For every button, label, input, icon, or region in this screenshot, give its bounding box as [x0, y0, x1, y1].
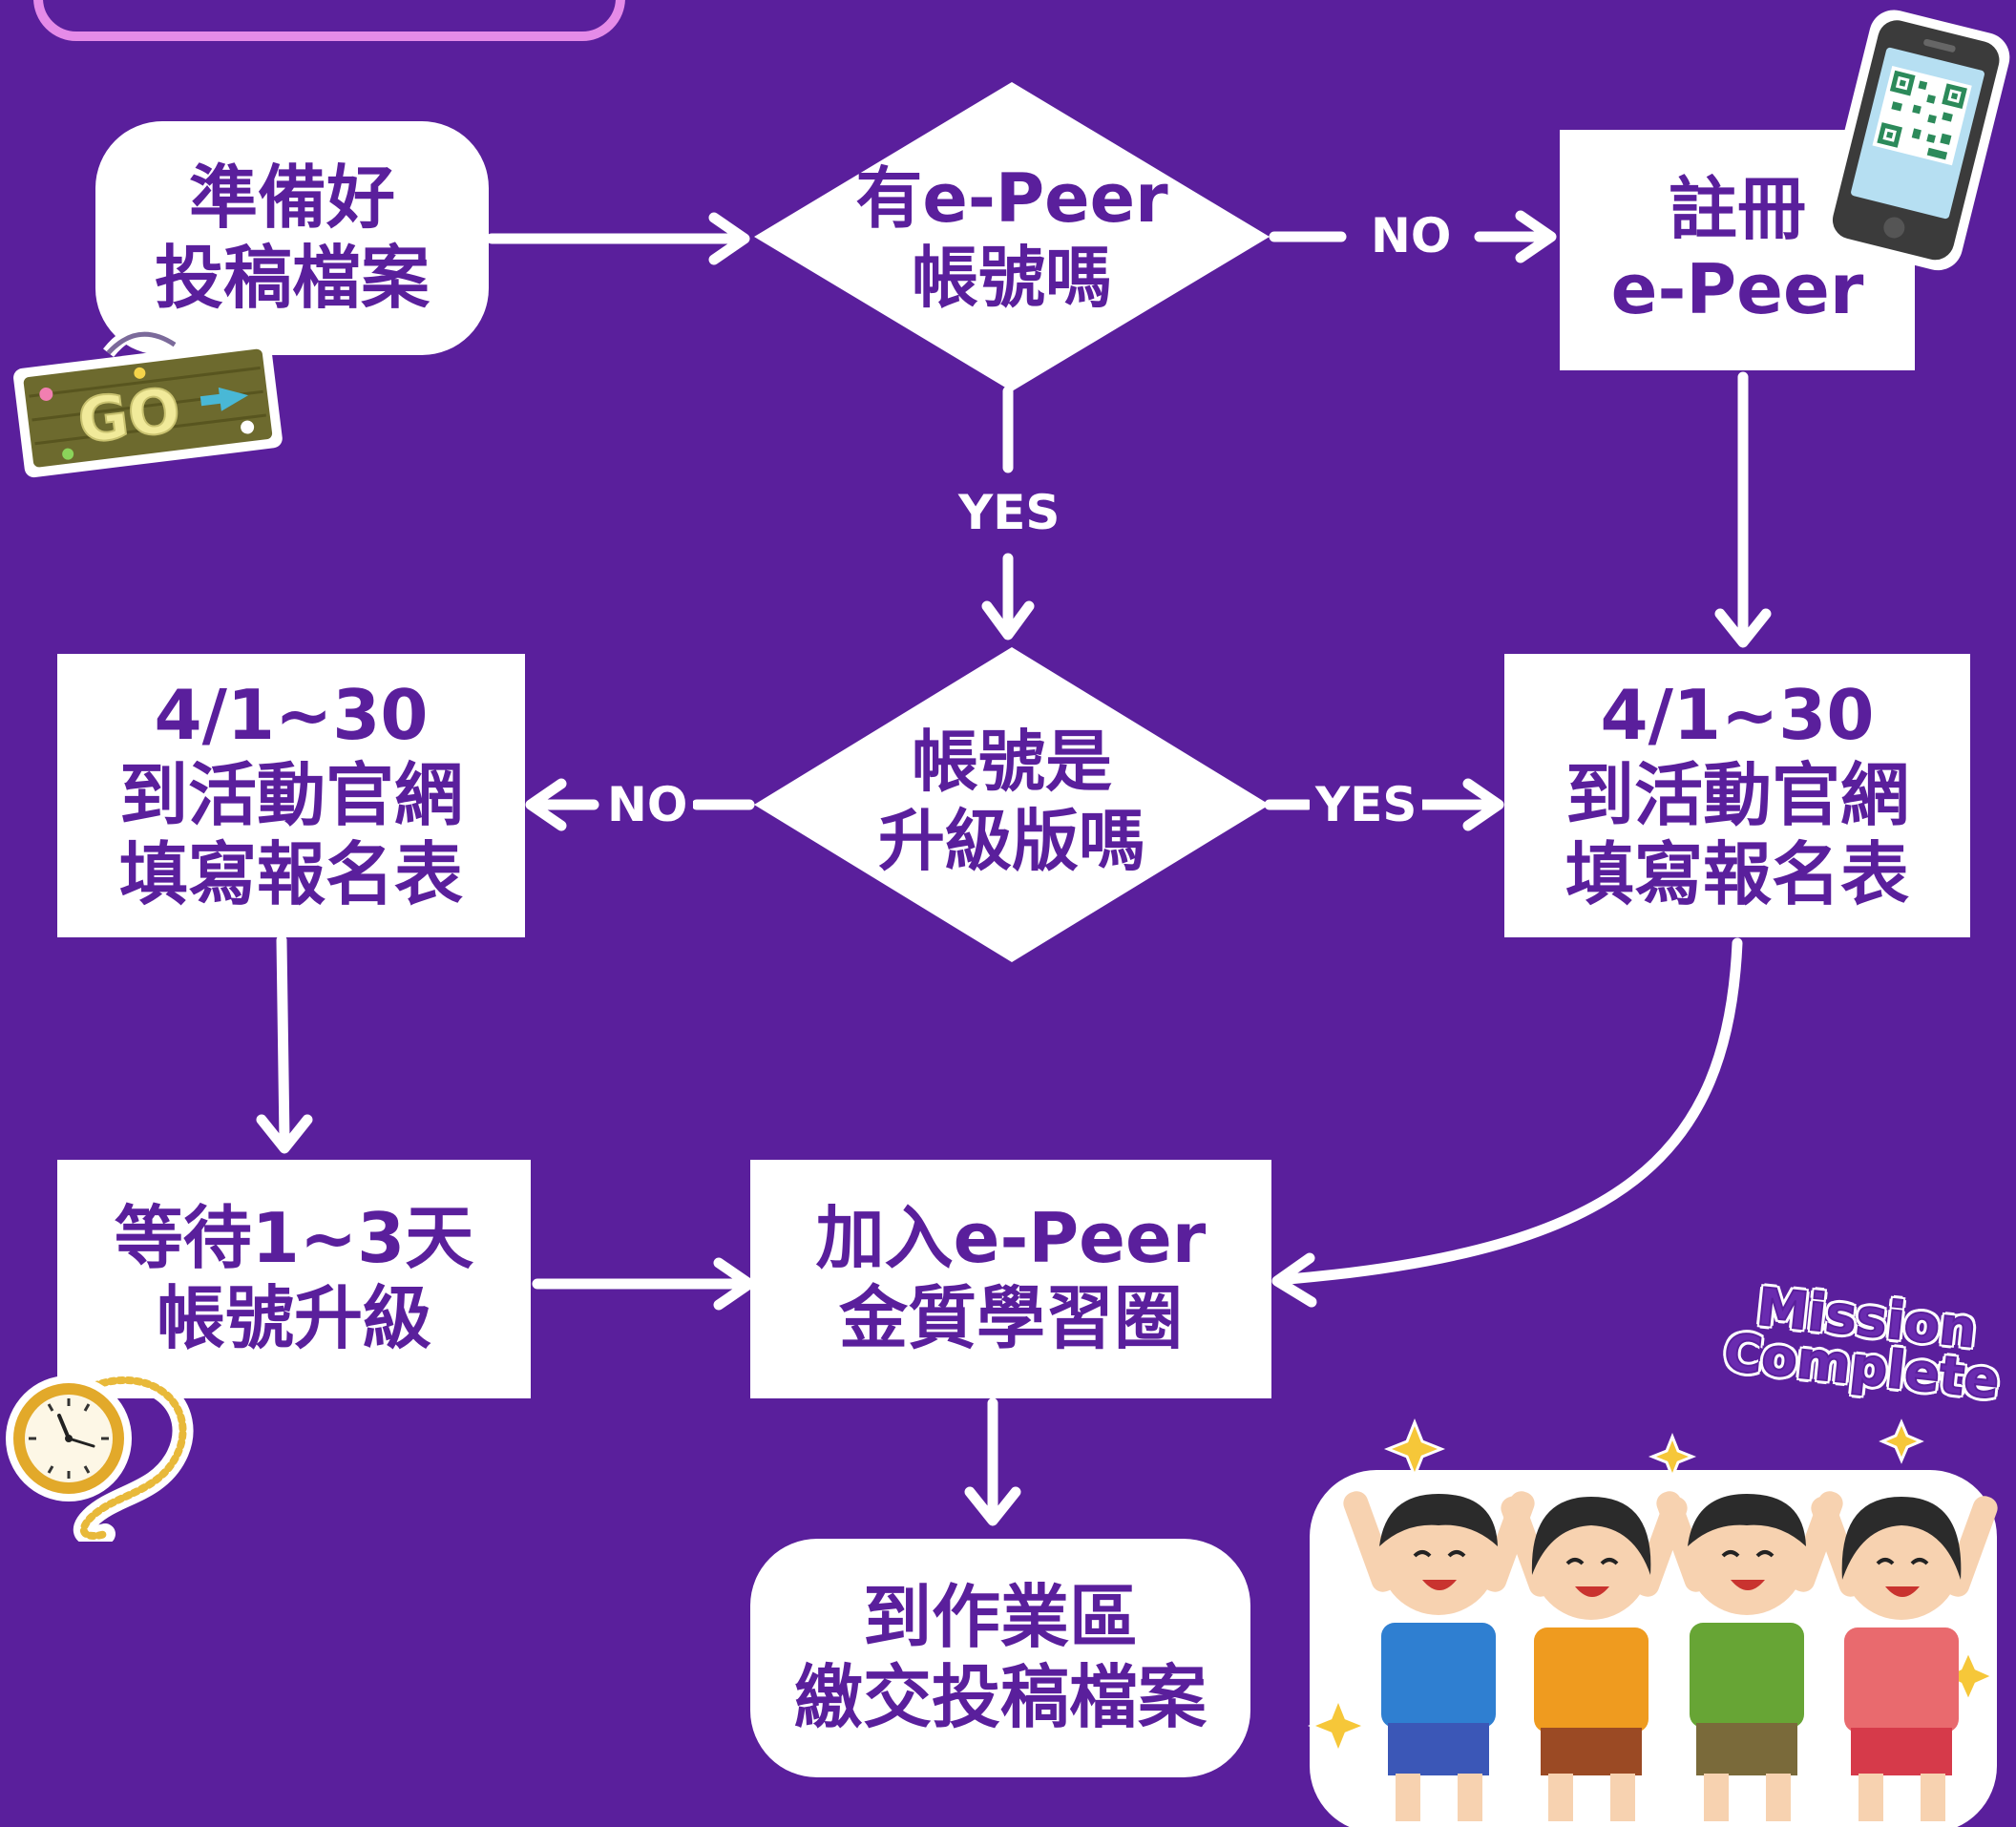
edge-label-no-2: NO: [601, 781, 694, 829]
kid-4: [1811, 1496, 1998, 1821]
edge-label-yes-1: YES: [953, 489, 1066, 536]
edge-label-yes-2: YES: [1310, 781, 1423, 829]
top-pill-decoration: [33, 0, 625, 41]
wait-node: 等待1~3天 帳號升級: [57, 1160, 531, 1398]
kid-1: [1343, 1491, 1535, 1821]
decision-has-account-label: 有e-Peer 帳號嗎: [855, 159, 1168, 317]
kid-2: [1501, 1496, 1688, 1821]
form-left-node: 4/1~30 到活動官網 填寫報名表: [57, 654, 525, 937]
start-node: 準備好 投稿檔案: [95, 121, 489, 355]
pocket-watch-icon: [6, 1369, 194, 1542]
edge-label-no-1: NO: [1365, 212, 1458, 260]
decision-has-account-shape: [754, 82, 1270, 391]
decision-is-upgraded-shape: [754, 647, 1270, 962]
submit-node: 到作業區 繳交投稿檔案: [750, 1539, 1250, 1777]
cheering-kids-icon: [1307, 1418, 1998, 1827]
go-sign-icon: GO: [13, 325, 283, 478]
edge-form-to-wait: [276, 934, 290, 1146]
kid-3: [1656, 1491, 1843, 1821]
edge-form-right-to-join: [1283, 937, 1743, 1285]
join-node: 加入e-Peer 金質學習圈: [750, 1160, 1271, 1398]
smartphone-qr-icon: [1823, 10, 2010, 271]
decision-is-upgraded-label: 帳號是 升級版嗎: [878, 723, 1145, 880]
go-sign-text: GO: [74, 375, 184, 457]
form-right-node: 4/1~30 到活動官網 填寫報名表: [1504, 654, 1970, 937]
